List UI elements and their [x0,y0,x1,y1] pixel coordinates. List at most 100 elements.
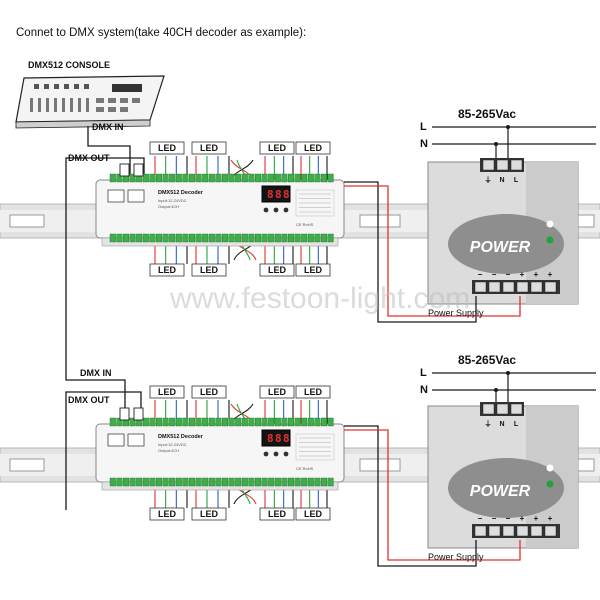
led-label: LED [149,507,185,521]
svg-text:LED: LED [200,143,219,153]
svg-text:LED: LED [158,143,177,153]
svg-text:⏚: ⏚ [485,420,492,428]
power-supply-caption-top: Power Supply [428,308,484,318]
output-terminals: −−−+++ [472,270,560,294]
decoder-button[interactable] [263,207,269,213]
svg-text:LED: LED [304,509,323,519]
dmx-in-label-top: DMX IN [92,122,124,132]
svg-text:LED: LED [200,387,219,397]
svg-text:LED: LED [200,509,219,519]
svg-text:8: 8 [275,432,282,445]
svg-text:N: N [499,421,504,428]
dmx-plug [133,163,144,177]
decoder-spec: Input:12-24VDC [158,198,187,203]
led-label: LED [295,507,331,521]
mains-l-top: L [420,121,427,133]
led-label: LED [149,385,185,399]
led-label: LED [295,385,331,399]
mains-l-bottom: L [420,367,427,379]
led-label: LED [259,385,295,399]
mains-voltage-bottom: 85-265Vac [458,353,516,367]
svg-text:8: 8 [267,432,274,445]
svg-text:LED: LED [200,265,219,275]
dmx-plug [133,407,144,421]
svg-text:−: − [492,270,497,279]
svg-text:+: + [520,514,525,523]
decoder-cert: CE RoHS [296,222,314,227]
svg-text:−: − [492,514,497,523]
decoder-name: DMX512 Decoder [158,190,204,196]
power-label: POWER [470,483,531,500]
dmx-out-label-top: DMX OUT [68,153,110,163]
power-label: POWER [470,239,531,256]
decoder-cert: CE RoHS [296,466,314,471]
svg-text:L: L [514,421,519,428]
rj45-port [127,433,145,447]
led-label: LED [259,141,295,155]
svg-text:−: − [506,514,511,523]
rj45-port [107,189,125,203]
svg-text:L: L [514,177,519,184]
svg-text:LED: LED [158,509,177,519]
svg-text:LED: LED [158,387,177,397]
led-label: LED [149,263,185,277]
decoder-name: DMX512 Decoder [158,434,204,440]
terminal-strip-top [109,173,334,183]
svg-text:LED: LED [268,387,287,397]
decoder-button[interactable] [283,451,289,457]
svg-text:+: + [548,514,553,523]
decoder-button[interactable] [283,207,289,213]
svg-text:+: + [534,270,539,279]
output-terminals: −−−+++ [472,514,560,538]
decoder-spec: Output:4CH [158,448,179,453]
led-label: LED [259,507,295,521]
console-label: DMX512 CONSOLE [28,60,110,70]
terminal-strip-top [109,417,334,427]
svg-text:LED: LED [268,265,287,275]
svg-text:8: 8 [283,188,290,201]
led-label: LED [295,263,331,277]
mains-n-bottom: N [420,384,428,396]
power-indicator [546,220,554,228]
dmx-plug [119,163,130,177]
dmx-decoder-top: LED LED LED LED LED LED LED LED DMX512 DecoderIn… [95,141,345,277]
svg-text:LED: LED [158,265,177,275]
decoder-button[interactable] [273,207,279,213]
power-led [546,480,554,488]
decoder-button[interactable] [273,451,279,457]
diagram-title: Connet to DMX system(take 40CH decoder a… [16,27,306,39]
svg-text:N: N [499,177,504,184]
svg-text:8: 8 [267,188,274,201]
svg-text:−: − [506,270,511,279]
terminal-strip-bottom [109,477,334,487]
svg-text:8: 8 [283,432,290,445]
dmx-decoder-bottom: LED LED LED LED LED LED LED LED DMX512 DecoderIn… [95,385,345,521]
svg-text:LED: LED [268,143,287,153]
mains-voltage-top: 85-265Vac [458,107,516,121]
svg-text:LED: LED [304,143,323,153]
svg-text:+: + [534,514,539,523]
dmx-cables [65,126,145,510]
dmx-plug [119,407,130,421]
svg-text:+: + [548,270,553,279]
svg-text:LED: LED [304,265,323,275]
decoder-spec: Input:12-24VDC [158,442,187,447]
svg-text:−: − [478,514,483,523]
power-led [546,236,554,244]
rj45-port [107,433,125,447]
led-label: LED [191,141,227,155]
dmx-in-label-bottom: DMX IN [80,368,112,378]
power-indicator [546,464,554,472]
dmx-console [15,75,165,129]
decoder-button[interactable] [263,451,269,457]
watermark: www.festoon-light.com [169,282,470,315]
dmx-out-label-bottom: DMX OUT [68,395,110,405]
